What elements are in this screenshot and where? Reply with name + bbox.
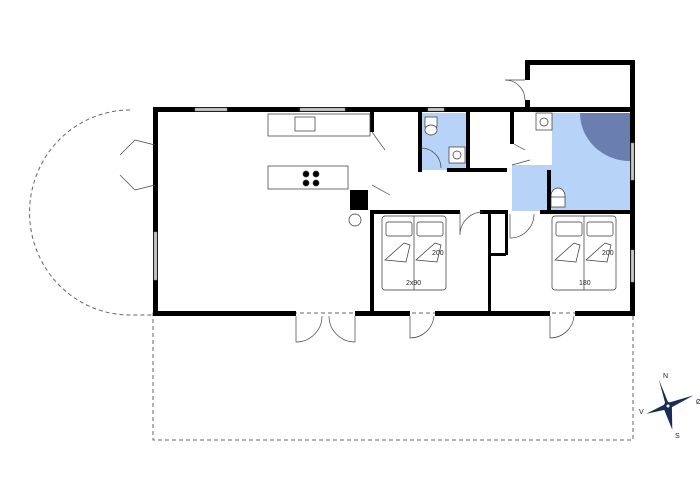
compass-rose-icon <box>646 379 694 430</box>
compass-east: Ø <box>696 399 700 406</box>
compass-west: V <box>639 409 644 416</box>
walls <box>153 60 635 316</box>
doors <box>119 79 575 343</box>
bed-room2 <box>551 215 617 291</box>
bed-room1 <box>381 215 447 291</box>
bed1-size-label: 2x90 <box>406 280 421 287</box>
kitchen <box>267 113 371 227</box>
compass-north: N <box>663 373 668 380</box>
terrace-outline <box>152 312 634 441</box>
bed1-length-label: 200 <box>432 250 444 257</box>
bed2-size-label: 180 <box>579 280 591 287</box>
windows <box>153 107 635 283</box>
bed2-length-label: 200 <box>602 250 614 257</box>
compass-south: S <box>675 433 680 440</box>
shower-area <box>580 113 630 161</box>
fixtures <box>424 112 566 208</box>
bay-outline <box>29 109 153 316</box>
